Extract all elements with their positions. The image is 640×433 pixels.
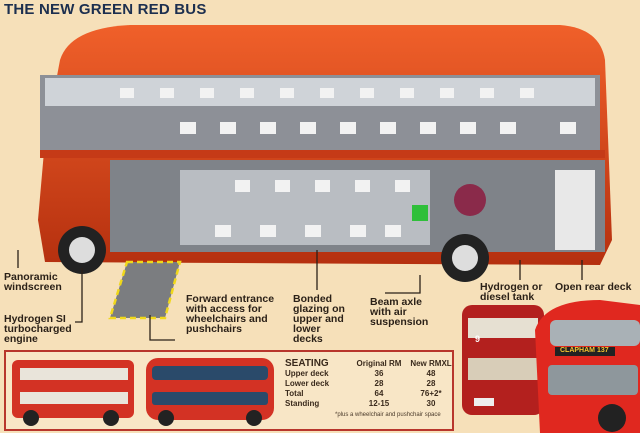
seating-heading: SEATING bbox=[285, 358, 329, 369]
cell: 30 bbox=[426, 399, 436, 408]
label-beam-axle: Beam axle with air suspension bbox=[370, 296, 429, 328]
new-bus-destination-sign: CLAPHAM 137 bbox=[560, 347, 609, 354]
original-rm-side-view bbox=[12, 360, 134, 426]
upper-seats bbox=[120, 88, 576, 134]
cell: 64 bbox=[374, 389, 384, 398]
wheelchair-ramp bbox=[108, 260, 182, 320]
leader-lines bbox=[17, 250, 583, 341]
label-open-rear-deck: Open rear deck bbox=[555, 281, 632, 293]
new-rmxl-side-view bbox=[146, 358, 274, 426]
row-label: Lower deck bbox=[285, 379, 330, 388]
old-bus-route-number: 9 bbox=[475, 334, 481, 344]
cell: 28 bbox=[426, 379, 436, 388]
bus-side-views bbox=[12, 358, 274, 426]
column-header: Original RM bbox=[356, 359, 402, 368]
comparison-panel bbox=[4, 350, 454, 431]
cell: 36 bbox=[374, 369, 384, 378]
label-forward-entrance: Forward entrance with access for wheelch… bbox=[186, 293, 275, 335]
lower-seats bbox=[215, 180, 410, 237]
new-routemaster-photo bbox=[535, 300, 640, 433]
label-bonded-glazing: Bonded glazing on upper and lower decks bbox=[293, 293, 345, 345]
cell: 76+2* bbox=[420, 389, 442, 398]
table-row: Lower deck 28 28 bbox=[285, 379, 457, 389]
table-row: Upper deck 36 48 bbox=[285, 369, 457, 379]
cell: 48 bbox=[426, 369, 436, 378]
table-row: Standing 12-15 30 bbox=[285, 399, 457, 409]
column-header: New RMXL bbox=[410, 359, 452, 368]
table-header: SEATING Original RM New RMXL bbox=[285, 359, 457, 369]
cell: 28 bbox=[374, 379, 384, 388]
label-panoramic-windscreen: Panoramic windscreen bbox=[4, 271, 62, 293]
page-title: THE NEW GREEN RED BUS bbox=[4, 1, 207, 18]
row-label: Total bbox=[285, 389, 304, 398]
label-hydrogen-tank: Hydrogen or diesel tank bbox=[480, 281, 543, 303]
row-label: Upper deck bbox=[285, 369, 329, 378]
cell: 12-15 bbox=[368, 399, 390, 408]
seating-footnote: *plus a wheelchair and pushchair space bbox=[335, 412, 441, 418]
original-routemaster-photo bbox=[462, 305, 544, 415]
row-label: Standing bbox=[285, 399, 320, 408]
table-row: Total 64 76+2* bbox=[285, 389, 457, 399]
label-hydrogen-engine: Hydrogen SI turbocharged engine bbox=[4, 313, 72, 345]
seating-table: SEATING Original RM New RMXL Upper deck … bbox=[285, 359, 457, 409]
